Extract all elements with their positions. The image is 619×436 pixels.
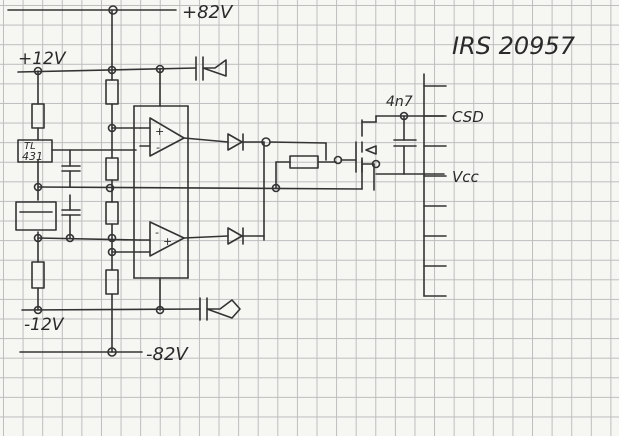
center-resistor-ladder (37, 9, 141, 353)
plus12-label: +12V (18, 49, 67, 69)
diode-or-node (261, 137, 357, 241)
minus12-rail (21, 297, 241, 321)
diode-upper (227, 133, 265, 151)
opamp-lower (139, 221, 229, 257)
ic-name-label: IRS 20957 (452, 32, 576, 60)
opamp-lower-plus: + (163, 235, 172, 248)
tl431-regulator (17, 139, 53, 163)
opamp-upper (139, 117, 229, 157)
csd-pin-label: CSD (452, 108, 484, 126)
opamp-upper-minus: - (156, 141, 160, 154)
minus82-rail (19, 347, 143, 357)
cap-4n7-label: 4n7 (386, 94, 413, 110)
diode-lower (227, 227, 265, 245)
plus82-rail (7, 5, 177, 15)
lower-regulator (15, 201, 57, 231)
minus12-label: -12V (24, 315, 65, 335)
tl431-label-top: TL (24, 141, 36, 152)
irs20957-ic (423, 73, 447, 297)
opamp-package (133, 68, 189, 315)
minus82-label: -82V (146, 344, 189, 365)
ground-line (37, 159, 363, 193)
tl431-label-bottom: 431 (22, 150, 43, 163)
opamp-upper-plus: + (155, 125, 164, 138)
plus82-label: +82V (182, 2, 234, 23)
left-capacitors (51, 149, 137, 243)
opamp-lower-minus: - (155, 226, 159, 239)
left-bus (31, 70, 45, 311)
mosfet (355, 111, 445, 191)
vcc-pin-label: Vcc (452, 168, 480, 186)
